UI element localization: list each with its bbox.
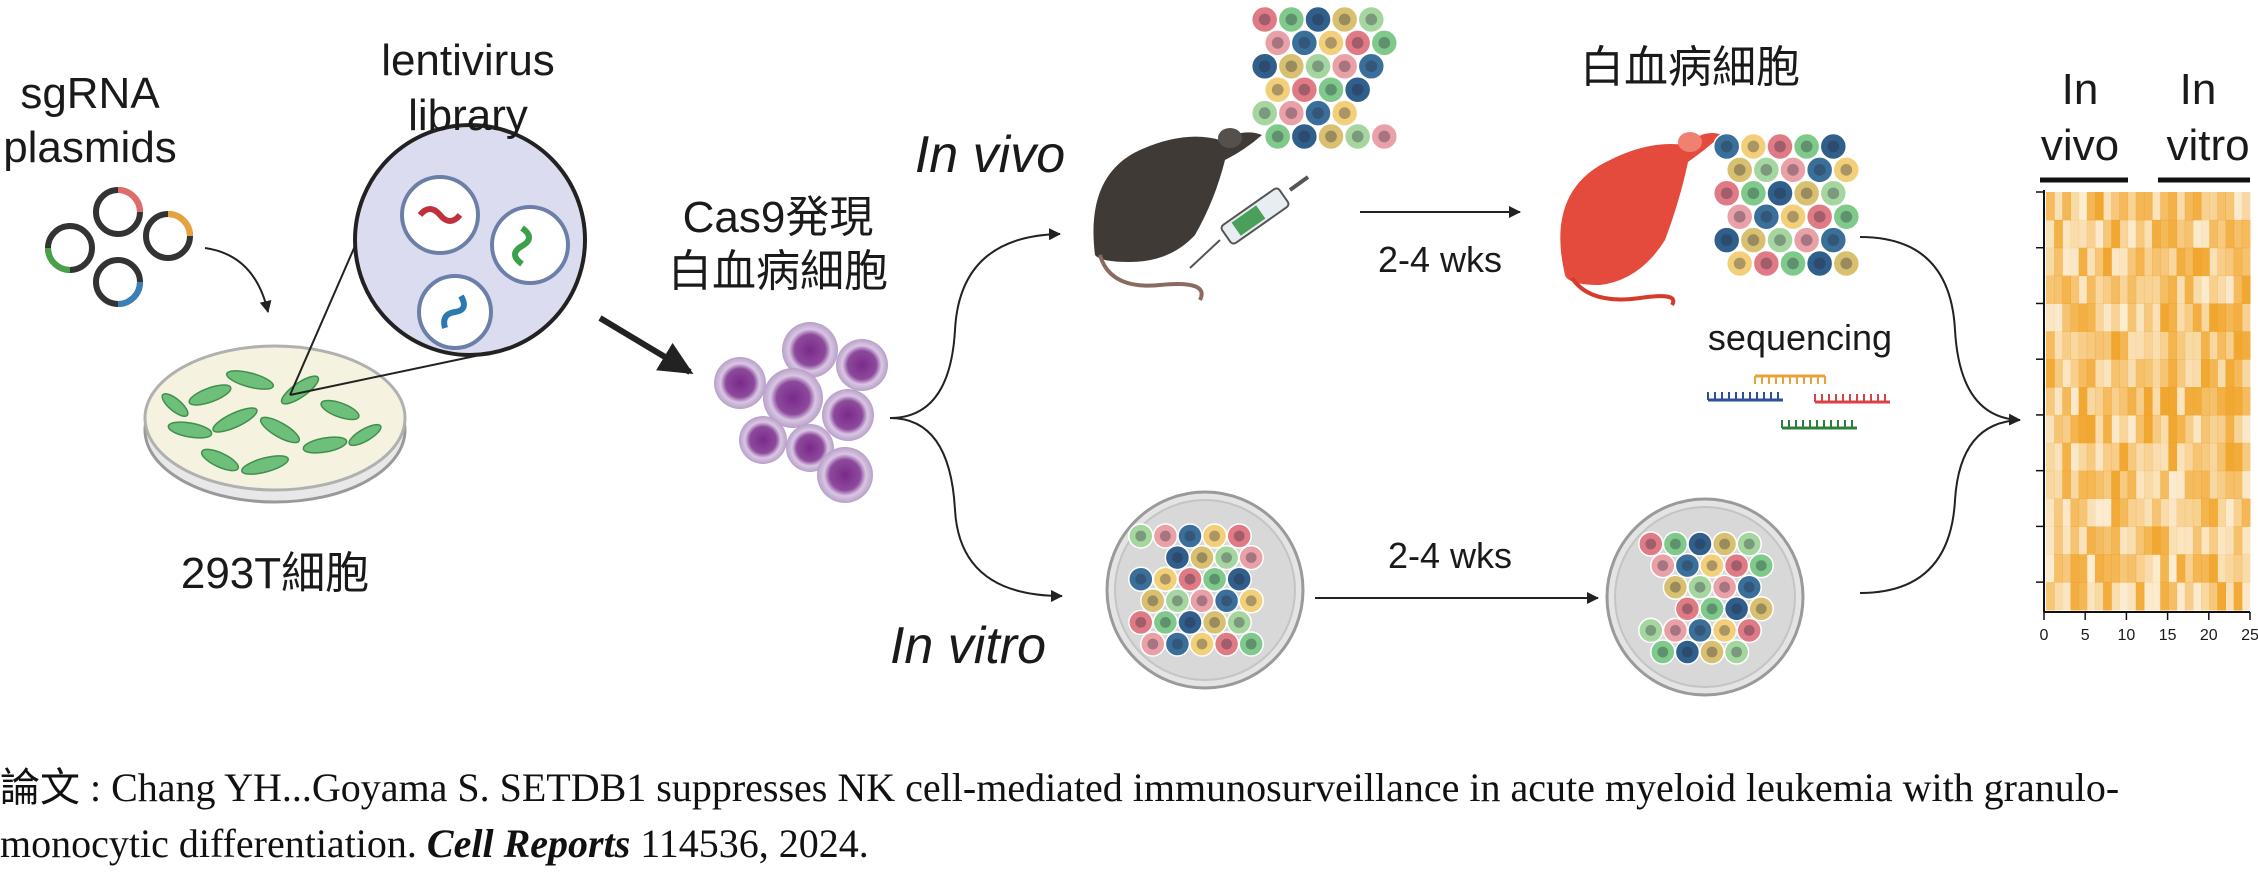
lentivirus-label-line2: library [408,91,528,140]
leukemic-mouse-icon [1560,132,1722,307]
heatmap-x-tick-label: 10 [2118,627,2136,644]
dish-cell-cluster-icon [1128,523,1264,657]
heatmap-x-tick-label: 5 [2081,627,2090,644]
heatmap-cells [2036,191,2251,611]
lentivirus-library: lentivirus library [289,36,587,396]
citation-suffix: 114536, 2024. [630,821,869,866]
citation-journal: Cell Reports [426,821,631,866]
leukemia-cell-cluster-icon [714,322,888,503]
plasmid-rings-icon [45,187,193,307]
cas9-leukemia-cells: Cas9発現 白血病細胞 [668,193,888,503]
mixed-cell-cluster-icon [1250,5,1399,151]
sgrna-label-line1: sgRNA [20,69,160,118]
expanded-cell-cluster-icon [1712,132,1861,278]
heatmap-x-tick-label: 25 [2241,627,2258,644]
merge-arrow-top [1859,236,2021,426]
citation-text: Chang YH...Goyama S. SETDB1 suppresses N… [0,765,2120,866]
cas9-label-line2: 白血病細胞 [668,247,888,296]
heatmap-x-tick-label: 0 [2040,627,2049,644]
dish-cell-cluster-icon [1638,531,1774,665]
cells-293t-label: 293T細胞 [181,549,369,598]
heatmap-group2-line2: vitro [2166,121,2249,170]
in-vivo-label: In vivo [915,126,1065,184]
heatmap-group1-line2: vivo [2041,121,2119,170]
cas9-label-line1: Cas9発現 [683,193,874,242]
diagram-canvas: sgRNA plasmids [3,5,2258,697]
transduction-arrow [598,315,694,375]
branch-arrow-in-vivo [889,228,1061,419]
heatmap-x-tick-label: 15 [2159,627,2177,644]
in-vitro-label: In vitro [890,617,1046,675]
heatmap: In vivo In vitro 0 5 10 15 20 25 [2036,65,2258,644]
in-vivo-duration-label: 2-4 wks [1378,239,1502,280]
lentivirus-label-line1: lentivirus [381,36,555,85]
sgrna-plasmids: sgRNA plasmids [3,69,272,313]
heatmap-x-tick-label: 20 [2200,627,2218,644]
virus-particle-icon [417,274,493,350]
heatmap-group1-line1: In [2062,65,2099,114]
sequencing-label: sequencing [1708,317,1892,358]
petri-dish-293t: 293T細胞 [143,344,407,598]
merge-arrow-bottom [1859,419,2021,594]
in-vitro-duration-label: 2-4 wks [1388,535,1512,576]
sgrna-label-line2: plasmids [3,123,177,172]
virus-particle-icon [400,175,480,255]
sequencing-reads-icon [1707,374,1890,430]
mouse-injection-icon [1093,128,1310,301]
culture-dish-left [1105,490,1305,690]
leukemia-cells-label: 白血病細胞 [1580,43,1800,92]
branch-arrow-in-vitro [889,417,1063,602]
virus-particle-icon [490,205,570,285]
sequencing-block: sequencing [1707,317,1892,430]
heatmap-ticks: 0 5 10 15 20 25 [2040,612,2258,644]
citation-prefix: 論文 : [0,765,112,810]
culture-dish-right [1605,497,1805,697]
citation: 論文 : Chang YH...Goyama S. SETDB1 suppres… [0,760,2258,872]
cell-culture-icon [161,370,382,475]
heatmap-group2-line1: In [2180,65,2217,114]
